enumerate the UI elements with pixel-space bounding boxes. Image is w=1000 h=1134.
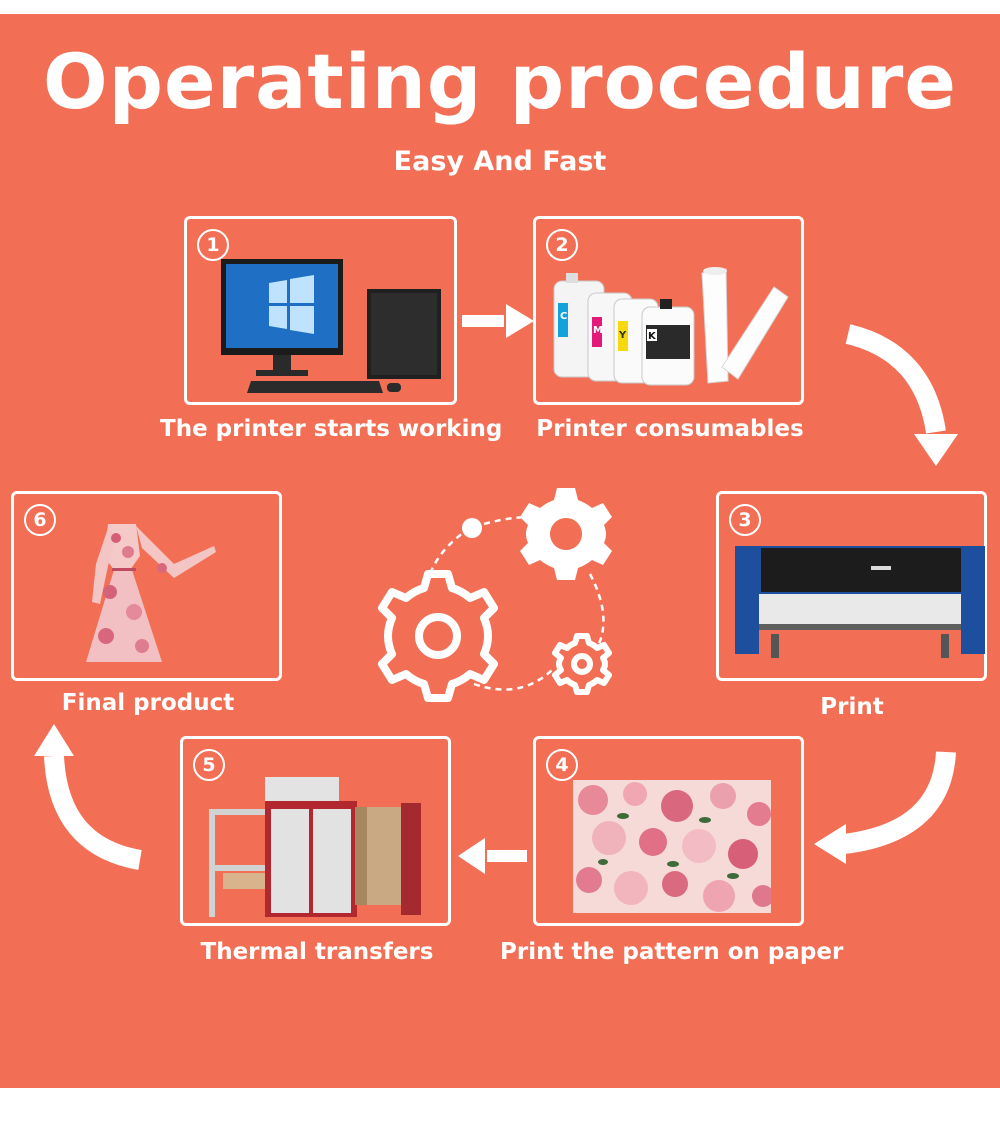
step-5-number: 5 [193,749,225,781]
large-format-printer-icon [735,546,985,658]
step-2-number: 2 [546,229,578,261]
step-6-number: 6 [24,504,56,536]
step-4-card: 4 [533,736,804,926]
arrow-2-to-3-icon [845,324,958,466]
step-5-label: Thermal transfers [200,939,434,965]
page-title: Operating procedure [43,37,957,126]
step-1-label: The printer starts working [160,416,503,442]
arrow-right-icon [462,304,534,338]
step-1-card: 1 [184,216,534,405]
floral-pattern-icon [573,780,771,913]
bottle-m-letter: M [593,325,603,336]
step-1-number: 1 [197,229,229,261]
bottle-c-letter: C [560,311,567,322]
heat-transfer-machine-icon [209,777,421,917]
page-subtitle: Easy And Fast [393,146,607,177]
step-2-label: Printer consumables [536,416,804,442]
step-6-card: 6 [11,491,282,681]
arrow-5-to-6-icon [34,724,142,870]
arrow-3-to-4-icon [814,751,956,864]
ink-bottles-and-paper-rolls-icon: C M Y K [553,267,789,386]
step-6-label: Final product [61,690,235,716]
step-4-number: 4 [546,749,578,781]
step-3-label: Print [820,694,884,720]
step-3-card: 3 [716,491,987,681]
step-5-card: 5 [180,736,451,926]
computer-icon [221,259,441,393]
arrow-4-to-5-icon [458,838,527,874]
step-2-card: 2 C M Y K [533,216,804,405]
floral-dress-icon [86,524,216,662]
bottle-k-letter: K [648,331,657,342]
bottle-y-letter: Y [618,330,627,341]
gears-icon [378,488,612,702]
step-4-label: Print the pattern on paper [500,939,844,965]
step-3-number: 3 [729,504,761,536]
